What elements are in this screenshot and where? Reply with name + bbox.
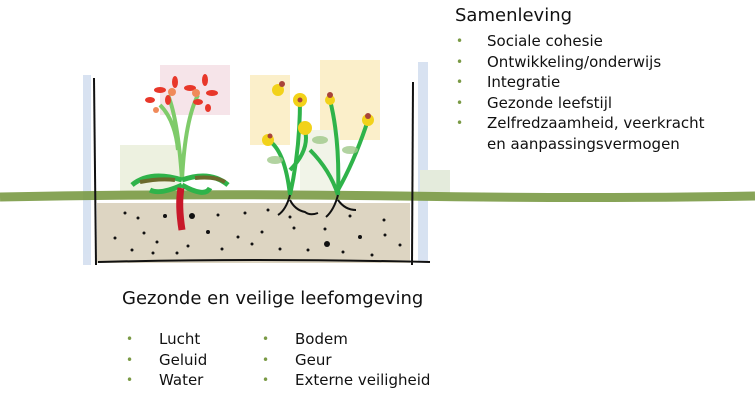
bullet-icon: • (262, 352, 270, 367)
planter-frame (93, 77, 431, 266)
environment-title: Gezonde en veilige leefomgeving (122, 288, 424, 309)
society-title: Samenleving (455, 5, 573, 26)
bullet-icon: • (456, 54, 464, 69)
ground-line (0, 190, 755, 202)
bullet-icon: • (126, 373, 134, 387)
bullet-icon: • (126, 352, 134, 367)
red-flower-plant (130, 74, 230, 231)
bullet-icon: • (262, 332, 270, 346)
bullet-icon: • (126, 332, 134, 346)
bullet-icon: • (262, 373, 270, 387)
bullet-icon: • (456, 75, 464, 89)
yellow-flower-plants (262, 81, 374, 218)
bullet-icon: • (456, 34, 464, 48)
bullet-icon: • (456, 116, 464, 130)
soil (97, 203, 410, 263)
bullet-icon: • (456, 95, 464, 110)
soil-dots (113, 208, 402, 257)
